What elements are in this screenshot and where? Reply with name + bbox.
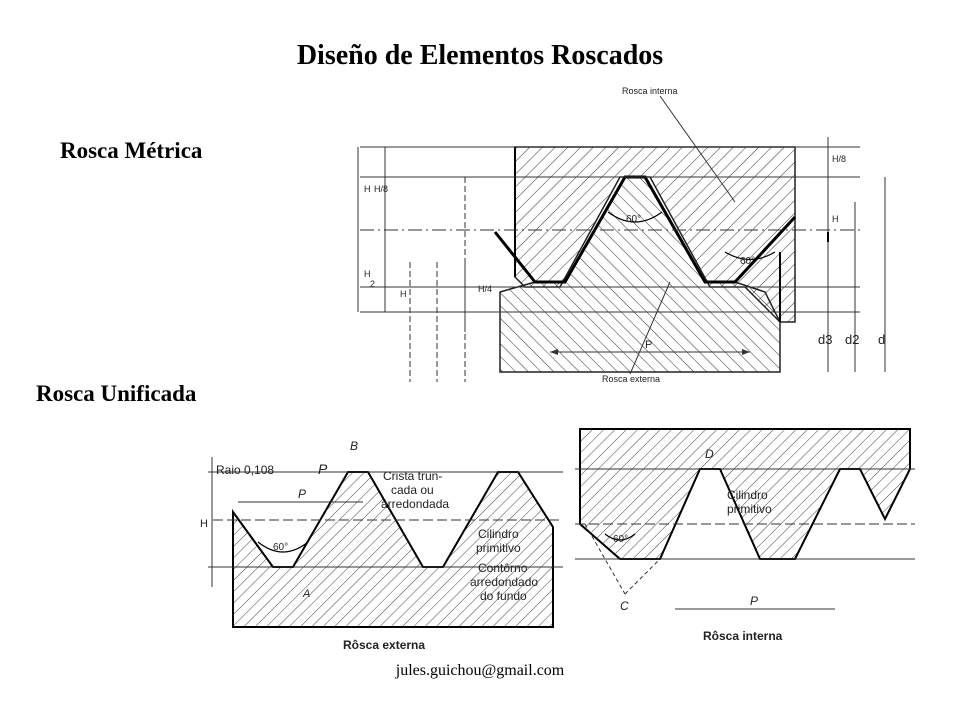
internal-thread-label: Rosca interna bbox=[622, 86, 678, 96]
point-c-label: C bbox=[620, 599, 629, 613]
pitch-label-ext: P bbox=[298, 487, 306, 501]
dim-d2: d2 bbox=[845, 332, 859, 347]
dim-d3: d3 bbox=[818, 332, 832, 347]
point-d-label: D bbox=[705, 447, 714, 461]
svg-text:H: H bbox=[400, 289, 407, 299]
angle-label-ext: 60° bbox=[273, 542, 288, 553]
angle-label-bottom: 60° bbox=[740, 256, 755, 267]
footer-email: jules.guichou@gmail.com bbox=[395, 662, 565, 679]
pitch-label: P bbox=[645, 339, 652, 351]
p-label: P bbox=[318, 461, 328, 477]
pitch-cyl-label-1: Cilindro bbox=[478, 527, 519, 541]
page-title: Diseño de Elementos Roscados bbox=[296, 40, 664, 71]
radius-label: Raio 0,108 bbox=[216, 463, 274, 477]
point-b-label: B bbox=[350, 439, 358, 453]
root-label-1: Contôrno bbox=[478, 561, 528, 575]
metric-thread-diagram: H H/8 H 2 H H/4 H/8 H 60° 60° P Rosca in… bbox=[340, 82, 915, 392]
root-label-3: do fundo bbox=[480, 589, 527, 603]
caption-internal: Rôsca interna bbox=[703, 629, 783, 643]
caption-external: Rôsca externa bbox=[343, 638, 425, 652]
svg-text:H: H bbox=[364, 184, 371, 194]
dim-d: d bbox=[878, 332, 885, 347]
pitch-cyl-label-2: primitivo bbox=[476, 541, 521, 555]
angle-label-int: 60° bbox=[613, 534, 628, 545]
svg-text:H/8: H/8 bbox=[832, 154, 846, 164]
external-thread-label: Rosca externa bbox=[602, 374, 660, 384]
crest-label-3: arredondada bbox=[381, 497, 449, 511]
angle-label-top: 60° bbox=[626, 214, 641, 225]
section-label-metric: Rosca Métrica bbox=[60, 138, 203, 163]
svg-text:H/8: H/8 bbox=[374, 184, 388, 194]
svg-text:H: H bbox=[832, 214, 839, 224]
crest-label-2: cada ou bbox=[391, 483, 434, 497]
svg-text:H: H bbox=[200, 518, 208, 530]
crest-label-1: Crista trun- bbox=[383, 469, 442, 483]
pitch-cyl-int-1: Cilindro bbox=[727, 488, 768, 502]
unified-internal-thread-diagram: 60° D C Cilindro primitivo P Rôsca inter… bbox=[575, 424, 915, 660]
svg-text:H: H bbox=[364, 269, 371, 279]
pitch-cyl-int-2: primitivo bbox=[727, 502, 772, 516]
section-label-unified: Rosca Unificada bbox=[36, 381, 197, 406]
pitch-label-int: P bbox=[750, 594, 758, 608]
svg-text:H/4: H/4 bbox=[478, 284, 492, 294]
svg-text:2: 2 bbox=[370, 279, 375, 289]
unified-external-thread-diagram: H P Raio 0,108 P B A 60° Crista trun- ca… bbox=[198, 412, 568, 660]
point-a-label: A bbox=[302, 588, 310, 600]
root-label-2: arredondado bbox=[470, 575, 538, 589]
